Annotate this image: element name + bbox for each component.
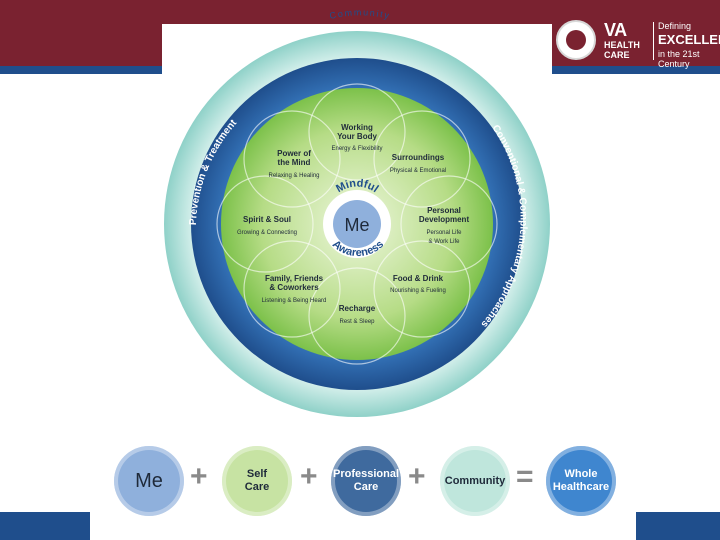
svg-text:Your Body: Your Body: [337, 132, 377, 141]
logo-excellence: EXCELLENCE: [658, 32, 720, 47]
svg-text:Food & Drink: Food & Drink: [393, 274, 444, 283]
svg-text:Personal Life: Personal Life: [426, 230, 462, 236]
svg-text:Development: Development: [419, 215, 470, 224]
svg-text:Nourishing & Fueling: Nourishing & Fueling: [390, 288, 446, 294]
equation-community: Community: [440, 446, 510, 516]
community-ring-label: Community: [329, 7, 392, 21]
equation-me: Me: [114, 446, 184, 516]
va-seal-icon: [556, 20, 596, 60]
equation-whole-healthcare-label: Whole Healthcare: [552, 468, 610, 493]
petal-personal-development: Personal Development Personal Life & Wor…: [419, 206, 470, 245]
logo-divider: [653, 22, 654, 60]
svg-text:Power of: Power of: [277, 149, 311, 158]
svg-text:Energy & Flexibility: Energy & Flexibility: [331, 146, 382, 152]
petal-family-friends: Family, Friends & Coworkers Listening & …: [262, 274, 327, 304]
svg-text:Physical & Emotional: Physical & Emotional: [390, 168, 446, 174]
svg-text:Rest & Sleep: Rest & Sleep: [339, 319, 375, 325]
center-me-label: Me: [344, 215, 369, 235]
svg-text:& Work Life: & Work Life: [429, 239, 461, 245]
svg-text:& Coworkers: & Coworkers: [269, 283, 319, 292]
equation-professional-care-label: Professional Care: [332, 468, 400, 493]
svg-text:Recharge: Recharge: [339, 304, 376, 313]
plus-sign-2: +: [300, 460, 318, 493]
va-logo: VA HEALTH CARE Defining EXCELLENCE in th…: [552, 18, 720, 69]
petal-recharge: Recharge Rest & Sleep: [339, 304, 376, 325]
equation-self-care: Self Care: [222, 446, 292, 516]
awareness-label: Awareness: [330, 238, 386, 259]
equation-community-label: Community: [444, 474, 506, 487]
footer-bar-left: [0, 512, 90, 540]
svg-text:Surroundings: Surroundings: [392, 153, 445, 162]
svg-text:the Mind: the Mind: [278, 158, 311, 167]
svg-text:Spirit & Soul: Spirit & Soul: [243, 215, 291, 224]
plus-sign-1: +: [190, 460, 208, 493]
equals-sign: =: [516, 460, 534, 493]
logo-health-care: HEALTH CARE: [604, 40, 640, 60]
svg-text:Personal: Personal: [427, 206, 461, 215]
equation-self-care-label: Self Care: [244, 468, 270, 493]
svg-text:Family, Friends: Family, Friends: [265, 274, 324, 283]
petal-surroundings: Surroundings Physical & Emotional: [390, 153, 446, 174]
svg-text:Relaxing & Healing: Relaxing & Healing: [268, 173, 319, 179]
plus-sign-3: +: [408, 460, 426, 493]
logo-century: in the 21st Century: [658, 49, 700, 69]
equation-me-label: Me: [135, 469, 163, 492]
petal-power-of-mind: Power of the Mind Relaxing & Healing: [268, 149, 319, 179]
petal-working-your-body: Working Your Body Energy & Flexibility: [331, 123, 382, 152]
logo-defining: Defining: [658, 21, 692, 31]
petal-outlines: [216, 83, 498, 365]
svg-text:Growing & Connecting: Growing & Connecting: [237, 230, 297, 236]
logo-va: VA: [604, 20, 627, 40]
svg-text:Listening & Being Heard: Listening & Being Heard: [262, 298, 327, 304]
footer-bar-right: [636, 512, 720, 540]
equation-professional-care: Professional Care: [331, 446, 401, 516]
svg-text:Working: Working: [341, 123, 373, 132]
petal-food-drink: Food & Drink Nourishing & Fueling: [390, 274, 446, 294]
center-me-circle: [333, 200, 381, 248]
petal-spirit-soul: Spirit & Soul Growing & Connecting: [237, 215, 297, 236]
equation-whole-healthcare: Whole Healthcare: [546, 446, 616, 516]
